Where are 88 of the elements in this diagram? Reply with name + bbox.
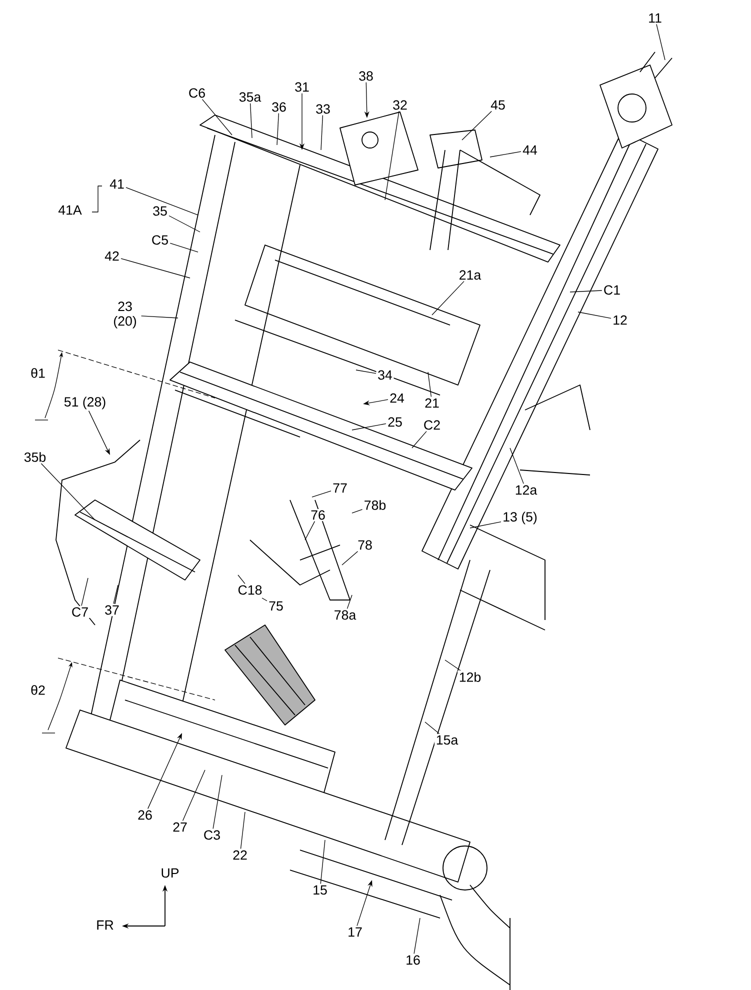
callout-number: 78a (332, 608, 358, 622)
callout-number: 78b (362, 498, 388, 512)
leader-line (276, 113, 279, 146)
leader-line (238, 574, 246, 584)
callout-number: C1 (602, 284, 622, 296)
callout-number: 42 (103, 250, 121, 262)
callout-number: 31 (293, 80, 311, 94)
callout-number: 32 (391, 98, 409, 112)
direction-label: UP (162, 868, 179, 878)
leader-line (262, 598, 268, 602)
callout-number: 17 (346, 926, 364, 938)
callout-number: 16 (404, 954, 422, 966)
callout-number: C3 (202, 828, 222, 842)
callout-number: 15a (434, 734, 460, 746)
callout-number: 11 (646, 12, 664, 24)
callout-number: 36 (270, 100, 288, 114)
leader-line (570, 290, 602, 292)
leader-line (342, 551, 358, 566)
leader-line (81, 578, 88, 606)
angle-label: θ1 (31, 368, 45, 378)
leader-line (490, 151, 522, 158)
callout-number: C7 (70, 606, 90, 618)
leader-line (432, 281, 464, 316)
callout-number: 41 (108, 178, 126, 190)
callout-number: C5 (150, 234, 170, 246)
leader-line (168, 215, 200, 232)
leader-line (126, 187, 198, 216)
leader-line (304, 521, 316, 540)
leader-line (40, 463, 96, 520)
callout-number: C18 (236, 584, 264, 596)
leader-line (212, 774, 222, 830)
callout-number: C6 (187, 86, 207, 100)
callout-number: 51 (28) (62, 395, 108, 411)
leader-line (444, 660, 461, 671)
callout-number: 12a (514, 484, 538, 496)
callout-number: 24 (388, 392, 406, 404)
leader-line (656, 24, 666, 60)
angle-label: θ2 (31, 685, 45, 695)
leader-line (120, 258, 190, 278)
leader-line (346, 594, 352, 610)
leader-line (202, 99, 232, 136)
leader-line (414, 918, 420, 954)
leader-line (352, 509, 363, 514)
leader-line (113, 584, 118, 604)
callout-number: C2 (422, 418, 442, 432)
leader-line (352, 423, 386, 430)
leader-line (140, 316, 178, 318)
leader-line (428, 372, 432, 398)
leader-line (320, 840, 326, 884)
leader-line (470, 521, 502, 528)
leader-line (240, 812, 246, 850)
direction-label: FR (97, 920, 114, 930)
callout-number: 12 (611, 314, 629, 326)
leader-line (182, 770, 206, 822)
leader-line (250, 103, 252, 138)
callout-number: 35b (22, 450, 48, 464)
callout-number: 34 (376, 368, 394, 382)
callout-number: 12b (458, 670, 482, 684)
callout-number: 23 (20) (109, 300, 141, 330)
leader-line (356, 370, 376, 374)
callout-number: 27 (171, 821, 189, 833)
callout-number: 78 (356, 538, 374, 552)
callout-number: 35 (151, 204, 169, 218)
callout-number: 44 (521, 144, 539, 156)
leader-line (578, 312, 612, 319)
callout-number: 38 (357, 70, 375, 82)
callout-number: 37 (103, 604, 121, 616)
callout-number: 13 (5) (501, 510, 539, 526)
group-label: 41A (58, 205, 82, 215)
callout-number: 33 (314, 102, 332, 116)
leader-line (412, 431, 427, 448)
callout-number: 26 (136, 808, 154, 822)
callout-number: 76 (309, 508, 327, 522)
leader-line (462, 110, 492, 140)
callout-number: 77 (331, 482, 349, 494)
callout-number: 21 (423, 397, 441, 409)
callout-number: 15 (311, 884, 329, 896)
leader-line (424, 722, 440, 734)
callout-number: 25 (386, 416, 404, 428)
callout-number: 75 (267, 600, 285, 612)
leader-line (312, 490, 332, 498)
leader-line (510, 448, 524, 484)
callout-number: 45 (489, 99, 507, 111)
callout-number: 22 (231, 849, 249, 861)
leader-line (170, 242, 198, 252)
leader-line (320, 115, 324, 150)
callout-number: 21a (458, 268, 482, 282)
callout-number: 35a (238, 90, 262, 104)
